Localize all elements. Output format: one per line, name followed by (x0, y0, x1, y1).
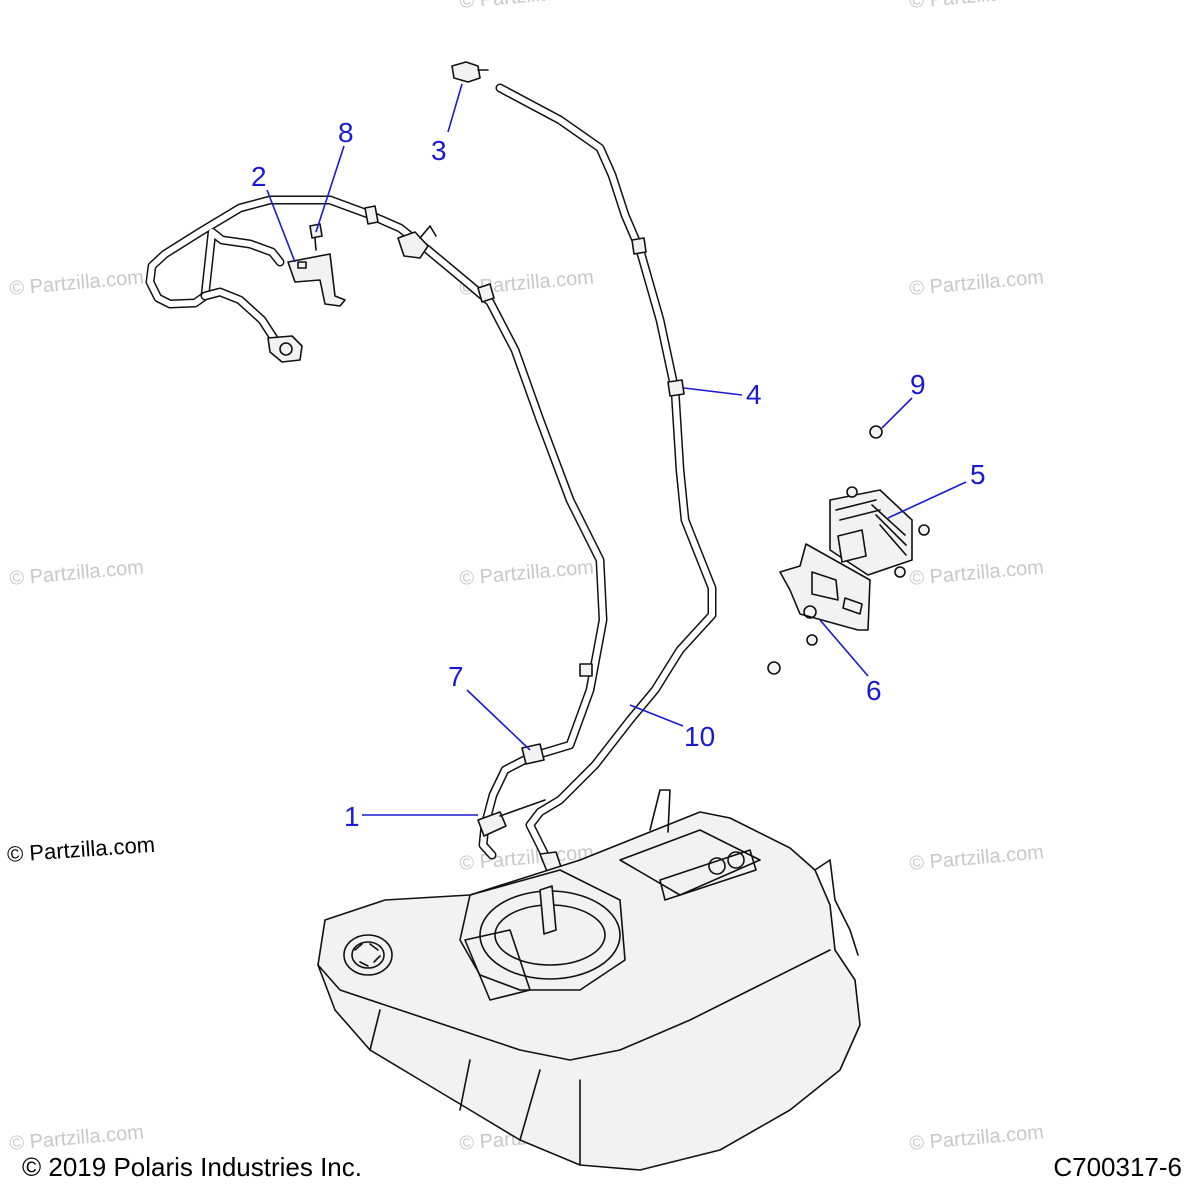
callout-labels: 1 2 3 4 5 6 7 8 9 10 (251, 117, 986, 832)
vent-hose-upper (145, 195, 608, 860)
watermark: © Partzilla.com (9, 556, 145, 590)
copyright-text: © 2019 Polaris Industries Inc. (22, 1152, 362, 1182)
watermark: © Partzilla.com (909, 841, 1045, 875)
tank-vent-elbow (477, 799, 546, 837)
watermark: © Partzilla.com (459, 0, 595, 13)
watermark: © Partzilla.com (909, 556, 1045, 590)
callout-9: 9 (910, 369, 926, 400)
control-module-assembly (829, 486, 930, 578)
hose-bracket (287, 253, 346, 307)
watermark: © Partzilla.com (909, 0, 1045, 13)
callout-10: 10 (684, 721, 715, 752)
watermark: © Partzilla.com (909, 266, 1045, 300)
figure-id: C700317-6 (1053, 1152, 1182, 1182)
leader-line (629, 704, 684, 727)
callout-5: 5 (970, 459, 986, 490)
leader-line (881, 397, 913, 429)
bolt (309, 223, 323, 251)
callout-1: 1 (344, 801, 360, 832)
callout-3: 3 (431, 135, 447, 166)
callout-8: 8 (338, 117, 354, 148)
leader-line (819, 619, 869, 677)
fuel-tank (317, 789, 861, 1171)
module-bracket (779, 543, 871, 631)
vent-fitting (451, 61, 489, 83)
watermark: © Partzilla.com (459, 556, 595, 590)
leader-line (683, 387, 743, 396)
leader-lines (266, 83, 967, 816)
callout-2: 2 (251, 161, 267, 192)
leader-line (315, 145, 345, 233)
leader-line (466, 689, 531, 751)
leader-line (887, 481, 967, 519)
watermark: © Partzilla.com (9, 266, 145, 300)
leader-line (266, 189, 296, 263)
callout-4: 4 (746, 379, 762, 410)
leader-line (447, 83, 463, 133)
callout-6: 6 (866, 675, 882, 706)
watermark: © Partzilla.com (909, 1121, 1045, 1155)
callout-7: 7 (448, 661, 464, 692)
watermark: © Partzilla.com (9, 1121, 145, 1155)
nut (767, 425, 883, 675)
